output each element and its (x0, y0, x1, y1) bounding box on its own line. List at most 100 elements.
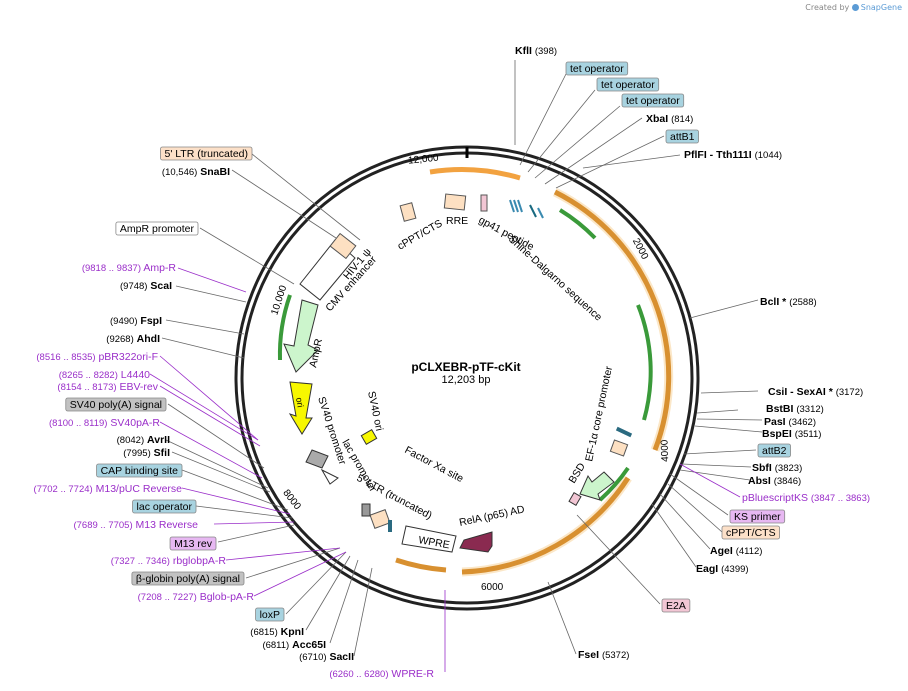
feature-label-e2a[interactable]: E2A (661, 598, 691, 613)
site-position: (8042) (117, 435, 144, 446)
enzyme-label-kfli[interactable]: KflI (398) (515, 45, 557, 57)
green-arc-4 (277, 294, 292, 361)
feature-label-cppt-cts[interactable]: cPPT/CTS (721, 525, 780, 540)
lac-promoter-arrow (320, 468, 339, 485)
ltr-gray-box (361, 503, 371, 517)
feature-label-loxp[interactable]: loxP (255, 607, 285, 622)
enzyme-label-absi[interactable]: AbsI (3846) (748, 475, 801, 487)
feature-label-box (255, 607, 285, 622)
site-position: (8265 .. 8282) (59, 370, 118, 381)
cppt-lower-box (609, 439, 629, 457)
site-position: (3823) (775, 463, 802, 474)
ori-arrow (288, 381, 313, 435)
plasmid-size: 12,203 bp (442, 374, 491, 386)
site-position: (3462) (789, 417, 816, 428)
feature-label-box (115, 221, 199, 236)
feature-label-box (596, 77, 660, 92)
brand-name: SnapGene (860, 3, 902, 12)
enzyme-label-bcli[interactable]: BclI * (2588) (760, 296, 817, 308)
primer-label-ebv-rev[interactable]: (8154 .. 8173) EBV-rev (57, 381, 158, 393)
feature-label-box (721, 525, 780, 540)
site-name: EagI (696, 563, 718, 575)
site-position: (7327 .. 7346) (111, 556, 170, 567)
feature-label-cap-binding-site[interactable]: CAP binding site (96, 463, 183, 478)
primer-label-m13-puc-reverse[interactable]: (7702 .. 7724) M13/pUC Reverse (34, 483, 183, 495)
primer-label-amp-r[interactable]: (9818 .. 9837) Amp-R (82, 262, 177, 274)
enzyme-label-xbai[interactable]: XbaI (814) (646, 113, 693, 125)
enzyme-label-ahdi[interactable]: (9268) AhdI (106, 333, 160, 345)
primer-label-pbluescriptks[interactable]: pBluescriptKS (3847 .. 3863) (742, 492, 870, 504)
feature-label-globin-poly-a-signal[interactable]: β-globin poly(A) signal (131, 571, 245, 586)
primer-label-l4440[interactable]: (8265 .. 8282) L4440 (59, 369, 150, 381)
site-position: (7208 .. 7227) (138, 592, 197, 603)
enzyme-label-bstbi[interactable]: BstBI (3312) (766, 403, 824, 415)
site-name: Bglob-pA-R (200, 591, 255, 603)
feature-label-tet-operator[interactable]: tet operator (565, 61, 629, 76)
enzyme-label-avrii[interactable]: (8042) AvrII (117, 434, 170, 446)
leader-lines (149, 60, 763, 672)
enzyme-label-acc65i[interactable]: (6811) Acc65I (262, 639, 326, 651)
primer-label-rbglobpa-r[interactable]: (7327 .. 7346) rbglobpA-R (111, 555, 227, 567)
feature-label-m13-rev[interactable]: M13 rev (169, 536, 217, 551)
feature-label-sv40-poly-a-signal[interactable]: SV40 poly(A) signal (65, 397, 167, 412)
snapgene-logo-icon (851, 4, 859, 11)
site-position: (9818 .. 9837) (82, 263, 141, 274)
site-position: (3172) (836, 387, 863, 398)
feature-label-box (621, 93, 685, 108)
orange-feature-arcs (395, 167, 674, 577)
site-position: (8516 .. 8535) (36, 352, 95, 363)
label-ori: ori (294, 397, 306, 409)
enzyme-label-sbfi[interactable]: SbfI (3823) (752, 462, 802, 474)
site-position: (6710) (299, 652, 326, 663)
enzyme-label-eagi[interactable]: EagI (4399) (696, 563, 749, 575)
feature-label-box (661, 598, 691, 613)
feature-label-ks-primer[interactable]: KS primer (729, 509, 786, 524)
feature-label-5-ltr-truncated[interactable]: 5' LTR (truncated) (160, 146, 253, 161)
feature-label-tet-operator[interactable]: tet operator (621, 93, 685, 108)
enzyme-label-sfii[interactable]: (7995) SfiI (123, 447, 170, 459)
feature-label-attb2[interactable]: attB2 (757, 443, 791, 458)
primer-label-m13-reverse[interactable]: (7689 .. 7705) M13 Reverse (73, 519, 198, 531)
site-position: (9268) (106, 334, 133, 345)
site-position: (7995) (123, 448, 150, 459)
site-name: Amp-R (143, 262, 176, 274)
site-name: BspEI (762, 428, 792, 440)
feature-label-tet-operator[interactable]: tet operator (596, 77, 660, 92)
label-rre: RRE (446, 215, 468, 227)
enzyme-label-fspi[interactable]: (9490) FspI (110, 315, 162, 327)
enzyme-label-pflfi-tth111i[interactable]: PflFI - Tth111I (1044) (684, 149, 782, 161)
site-name: SacII (329, 651, 354, 663)
primer-label-bglob-pa-r[interactable]: (7208 .. 7227) Bglob-pA-R (138, 591, 255, 603)
feature-label-text: attB2 (762, 445, 787, 457)
enzyme-label-agei[interactable]: AgeI (4112) (710, 545, 762, 557)
enzyme-label-bspei[interactable]: BspEI (3511) (762, 428, 821, 440)
primer-label-pbr322ori-f[interactable]: (8516 .. 8535) pBR322ori-F (36, 351, 158, 363)
site-position: (8100 .. 8119) (49, 418, 107, 429)
ampr-arrow (283, 299, 319, 373)
site-name: PflFI - Tth111I (684, 149, 752, 161)
feature-label-box (729, 509, 786, 524)
enzyme-label-snabi[interactable]: (10,546) SnaBI (162, 166, 230, 178)
primer-label-wpre-r[interactable]: (6260 .. 6280) WPRE-R (329, 668, 434, 680)
primer-label-sv40pa-r[interactable]: (8100 .. 8119) SV40pA-R (49, 417, 160, 429)
enzyme-label-scai[interactable]: (9748) ScaI (120, 280, 172, 292)
enzyme-label-csii-sexai[interactable]: CsiI - SexAI * (3172) (768, 386, 863, 398)
site-name: AbsI (748, 475, 771, 487)
enzyme-label-sacii[interactable]: (6710) SacII (299, 651, 354, 663)
enzyme-label-pasi[interactable]: PasI (3462) (764, 416, 816, 428)
site-name: SV40pA-R (110, 417, 160, 429)
feature-label-attb1[interactable]: attB1 (665, 129, 699, 144)
attb2-mark (615, 426, 633, 438)
cmv-enhancer-block (299, 193, 544, 301)
feature-label-lac-operator[interactable]: lac operator (132, 499, 197, 514)
enzyme-label-fsei[interactable]: FseI (5372) (578, 649, 629, 661)
feature-label-text: attB1 (670, 131, 695, 143)
tet-operator-marks (509, 199, 544, 219)
sv40-promoter-arrow (305, 449, 329, 469)
enzyme-label-kpni[interactable]: (6815) KpnI (250, 626, 304, 638)
feature-label-text: KS primer (734, 511, 781, 523)
hiv-psi-box (329, 232, 357, 260)
feature-label-ampr-promoter[interactable]: AmpR promoter (115, 221, 199, 236)
tick-12000: 12,000 (408, 153, 440, 167)
feature-label-text: E2A (666, 600, 686, 612)
